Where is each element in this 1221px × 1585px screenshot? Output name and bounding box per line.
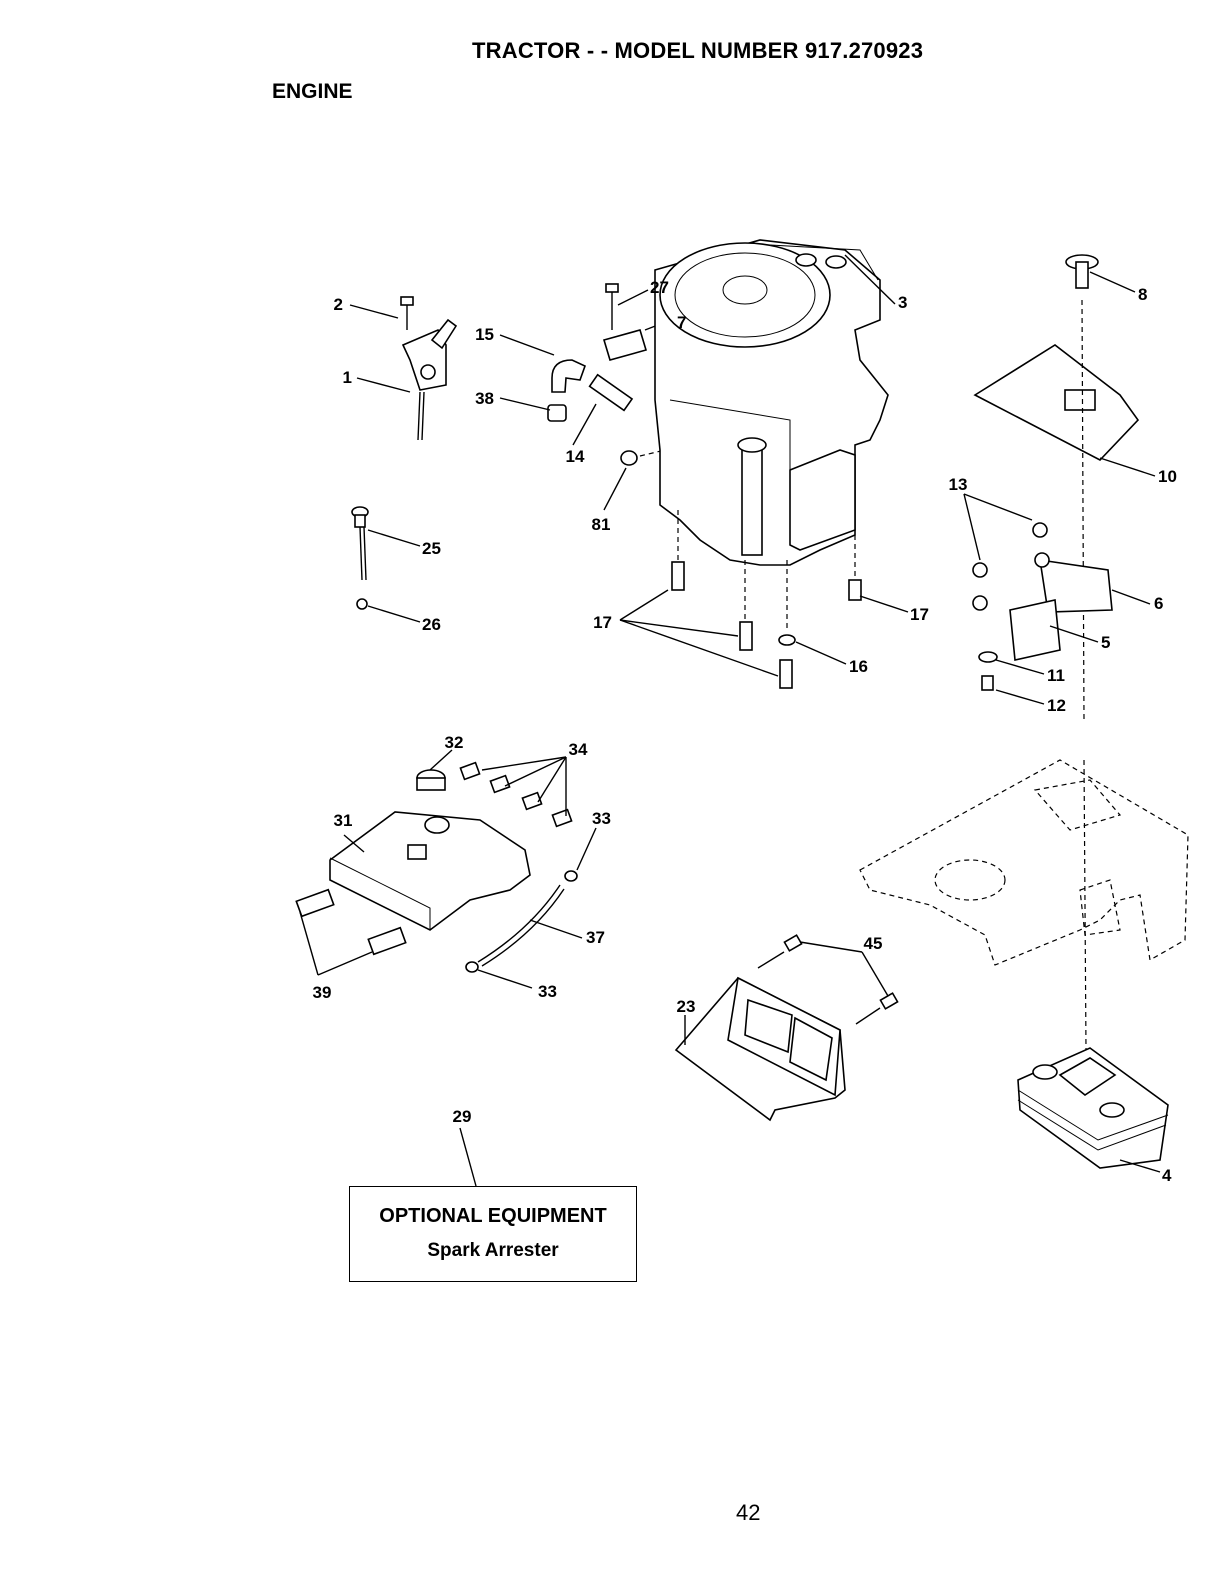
callout-17-left: 17 (593, 613, 612, 632)
callout-4: 4 (1162, 1166, 1172, 1185)
optional-equipment-heading: OPTIONAL EQUIPMENT (350, 1205, 636, 1228)
callout-33-bottom: 33 (538, 982, 557, 1001)
callout-17-right: 17 (910, 605, 929, 624)
callout-16: 16 (849, 657, 868, 676)
page-number: 42 (736, 1500, 760, 1526)
optional-equipment-box: OPTIONAL EQUIPMENT Spark Arrester (349, 1186, 637, 1282)
heat-shield-part (973, 255, 1138, 1050)
callout-45: 45 (864, 934, 883, 953)
callout-23: 23 (677, 997, 696, 1016)
callout-6: 6 (1154, 594, 1163, 613)
callout-7: 7 (677, 313, 686, 332)
frame-part (860, 760, 1188, 965)
muffler-part (1018, 1048, 1168, 1168)
callout-11: 11 (1047, 666, 1065, 685)
callout-38: 38 (475, 389, 494, 408)
callout-13: 13 (949, 475, 968, 494)
callout-5: 5 (1101, 633, 1110, 652)
engine-part (655, 240, 888, 688)
callout-29: 29 (453, 1107, 472, 1126)
bolt-part (352, 507, 368, 609)
callout-37: 37 (586, 928, 605, 947)
callout-3: 3 (898, 293, 907, 312)
shield-plate-part (676, 935, 898, 1120)
callout-12: 12 (1047, 696, 1066, 715)
callout-32: 32 (445, 733, 464, 752)
spark-arrester-part (296, 763, 577, 972)
fuel-fitting-part (548, 284, 665, 465)
callout-14: 14 (566, 447, 585, 466)
callout-10: 10 (1158, 467, 1177, 486)
callout-31: 31 (334, 811, 353, 830)
callout-33-top: 33 (592, 809, 611, 828)
callout-8: 8 (1138, 285, 1147, 304)
optional-equipment-item: Spark Arrester (350, 1240, 636, 1262)
callout-26: 26 (422, 615, 441, 634)
callout-2: 2 (334, 295, 343, 314)
callout-81: 81 (592, 515, 611, 534)
callout-27: 27 (650, 278, 669, 297)
callout-34: 34 (569, 740, 588, 759)
callout-15: 15 (475, 325, 494, 344)
callout-1: 1 (343, 368, 352, 387)
throttle-control-part (401, 297, 456, 440)
callout-25: 25 (422, 539, 441, 558)
callout-39: 39 (313, 983, 332, 1002)
